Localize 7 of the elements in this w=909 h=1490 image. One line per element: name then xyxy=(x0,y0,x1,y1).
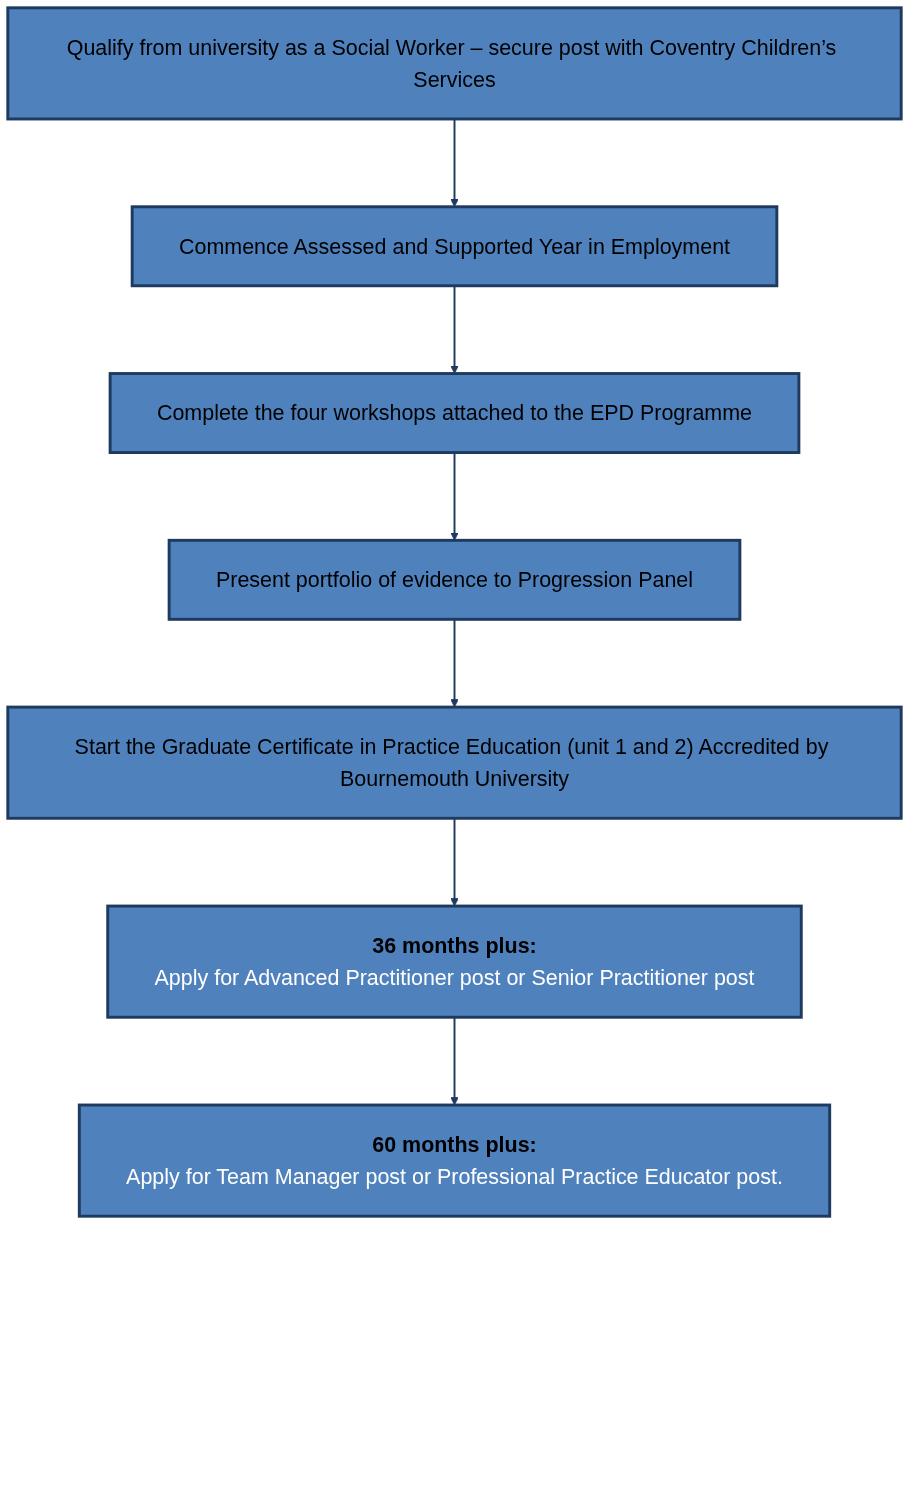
node-box: Qualify from university as a Social Worker – secure post with Coventry Children’s Services xyxy=(6,6,903,121)
node-box: Present portfolio of evidence to Progression Panel xyxy=(167,538,742,621)
node-box: Commence Assessed and Supported Year in Employment xyxy=(130,205,779,288)
node-box: Start the Graduate Certificate in Practice Education (unit 1 and 2) Accredited by Bournemouth University xyxy=(6,705,903,820)
node-box: Complete the four workshops attached to the EPD Programme xyxy=(108,372,801,454)
node-box: 36 months plus: Apply for Advanced Practitioner post or Senior Practitioner post xyxy=(106,904,803,1019)
node-box: 60 months plus: Apply for Team Manager post or Professional Practice Educator post. xyxy=(77,1103,832,1218)
